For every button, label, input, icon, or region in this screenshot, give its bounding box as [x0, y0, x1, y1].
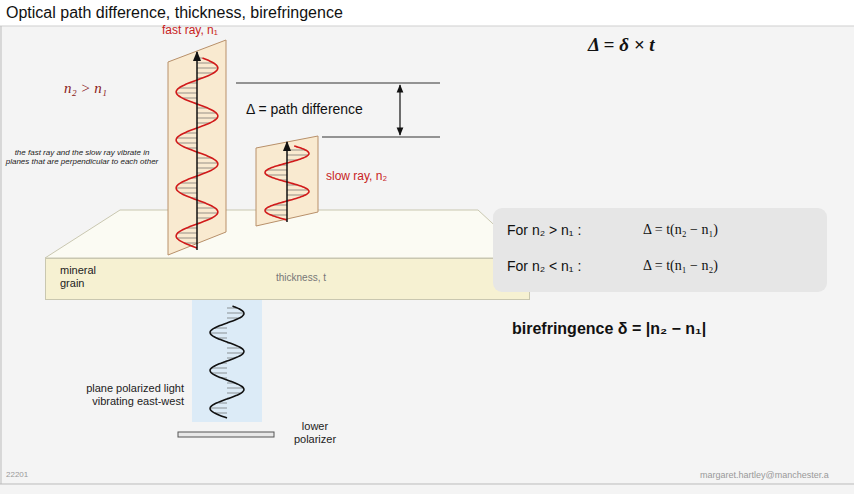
polarizer-plate — [178, 432, 274, 437]
wave-hatch — [267, 170, 287, 171]
wave-hatch — [176, 93, 197, 94]
wave-hatch — [210, 333, 227, 334]
author-email: margaret.hartley@manchester.a — [700, 470, 829, 480]
formula-text: Δ = t(n₂ − n₁) — [643, 222, 718, 238]
ray-label: slow ray, n₂ — [326, 170, 387, 184]
wave-hatch — [197, 213, 218, 214]
fast-ray-plane — [168, 40, 226, 255]
wave-hatch — [180, 193, 197, 194]
wave-hatch — [176, 188, 197, 189]
light-label: plane polarized light vibrating east-wes… — [66, 382, 184, 407]
wave-hatch — [177, 138, 197, 139]
slide-number: 22201 — [6, 470, 28, 479]
formula-text: For n₂ > n₁ : — [507, 222, 581, 238]
ray-arrow — [286, 142, 288, 222]
condition-label: n₂ > n₁ — [64, 80, 107, 97]
wave-hatch — [287, 190, 308, 191]
formula: birefringence δ = |n₂ − n₁| — [512, 320, 706, 338]
ray-arrow — [196, 52, 198, 250]
wave-line — [210, 306, 244, 418]
wave-hatch — [227, 313, 244, 314]
formula-text: For n₂ < n₁ : — [507, 258, 581, 274]
wave-hatch — [227, 353, 243, 354]
grain-label: thickness, t — [276, 272, 326, 284]
title-band — [0, 0, 854, 26]
wave-hatch — [267, 175, 287, 176]
mineral-grain: mineral grain thickness, t — [45, 258, 530, 300]
wave-hatch — [197, 168, 215, 169]
dimension-label: Δ = path difference — [246, 101, 363, 117]
formula: Δ = δ × t — [588, 34, 655, 56]
wave-hatch — [210, 408, 227, 409]
wave-hatch — [227, 388, 243, 389]
part-label: lower polarizer — [284, 420, 346, 445]
wave-hatch — [287, 155, 308, 156]
wave-hatch — [265, 210, 287, 211]
bracket-line — [236, 83, 440, 84]
light-wave — [210, 306, 244, 418]
wave-hatch — [197, 63, 214, 64]
wave-hatch — [197, 113, 216, 114]
wave-hatch — [178, 233, 197, 234]
slide-title: Optical path difference, thickness, bire… — [6, 4, 343, 22]
wave-hatch — [197, 73, 214, 74]
wave-hatch — [211, 373, 227, 374]
wave-hatch — [197, 68, 218, 69]
wave-hatch — [180, 183, 197, 184]
grain-label: mineral grain — [60, 264, 120, 289]
wave-hatch — [197, 208, 215, 209]
bracket-line — [322, 137, 440, 138]
wave-hatch — [211, 368, 227, 369]
wave-hatch — [179, 88, 197, 89]
ray-label: fast ray, n₁ — [162, 24, 218, 38]
note-text: the fast ray and the slow ray vibrate in… — [2, 148, 162, 166]
dimension-arrow — [399, 85, 400, 135]
wave-hatch — [197, 118, 217, 119]
title-rule — [0, 26, 854, 27]
light-column — [192, 300, 262, 422]
formula-text: Δ = t(n₁ − n₂) — [643, 258, 718, 274]
wave-hatch — [197, 163, 218, 164]
wave-hatch — [197, 58, 202, 59]
slow-ray-plane — [256, 136, 318, 226]
frame-line — [1, 26, 2, 484]
wave-hatch — [177, 238, 197, 239]
frame-line — [0, 484, 854, 485]
wave-hatch — [178, 143, 197, 144]
formula-box: For n₂ > n₁ : Δ = t(n₂ − n₁) For n₂ < n₁ :… — [493, 208, 827, 292]
